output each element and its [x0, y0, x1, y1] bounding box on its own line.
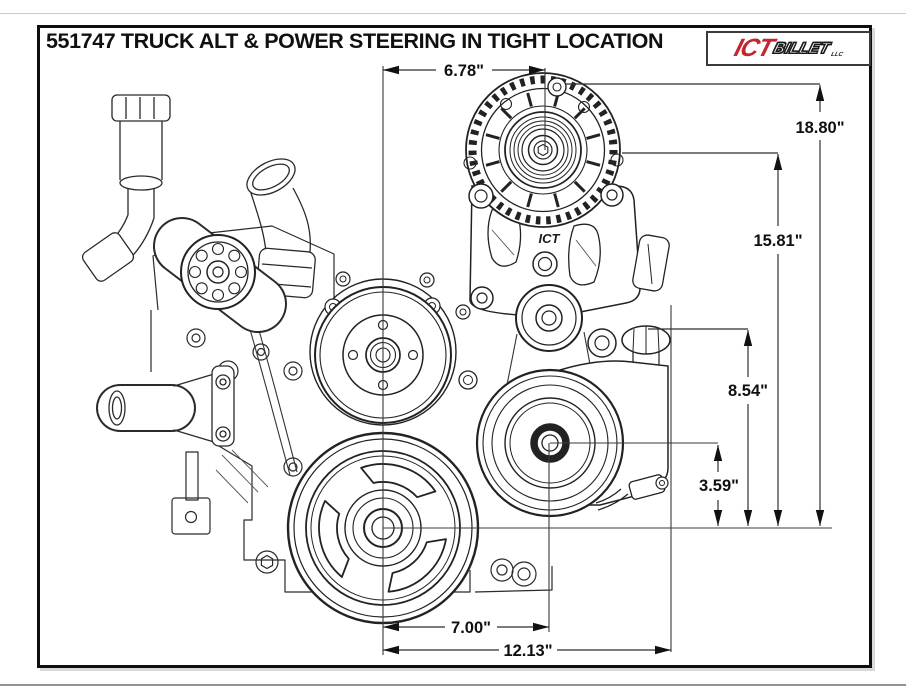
dim-label-alt-center-height: 15.81" — [753, 232, 802, 250]
dim-label-alt-top-height: 18.80" — [795, 119, 844, 137]
engine-block — [150, 225, 553, 593]
power-steering-pump — [458, 325, 671, 518]
water-outlet-housing — [96, 365, 235, 447]
dim-label-reservoir-height: 8.54" — [728, 382, 768, 400]
ict-billet-logo: ICT BILLET LLC — [706, 31, 871, 66]
dimension-arrowheads — [383, 65, 825, 655]
oil-fill-tube — [81, 94, 171, 282]
alternator — [463, 72, 624, 228]
idler-pulley — [515, 284, 617, 358]
scan-artifact-line-top — [0, 13, 906, 14]
dim-label-overall-width: 12.13" — [503, 642, 552, 660]
dim-label-ps-center-height: 3.59" — [699, 477, 739, 495]
bracket-ict-engraving: ICT — [539, 231, 561, 246]
dimension-labels: 6.78" 18.80" 15.81" 8.54" 3.59" 7.00" 12… — [436, 59, 851, 661]
scan-artifact-line-bottom — [0, 684, 906, 686]
dim-label-alt-width: 6.78" — [444, 62, 484, 80]
centerlines — [382, 66, 832, 655]
dim-label-ps-width: 7.00" — [451, 619, 491, 637]
page-title: 551747 TRUCK ALT & POWER STEERING IN TIG… — [46, 29, 664, 53]
belt-tensioner — [153, 217, 287, 333]
